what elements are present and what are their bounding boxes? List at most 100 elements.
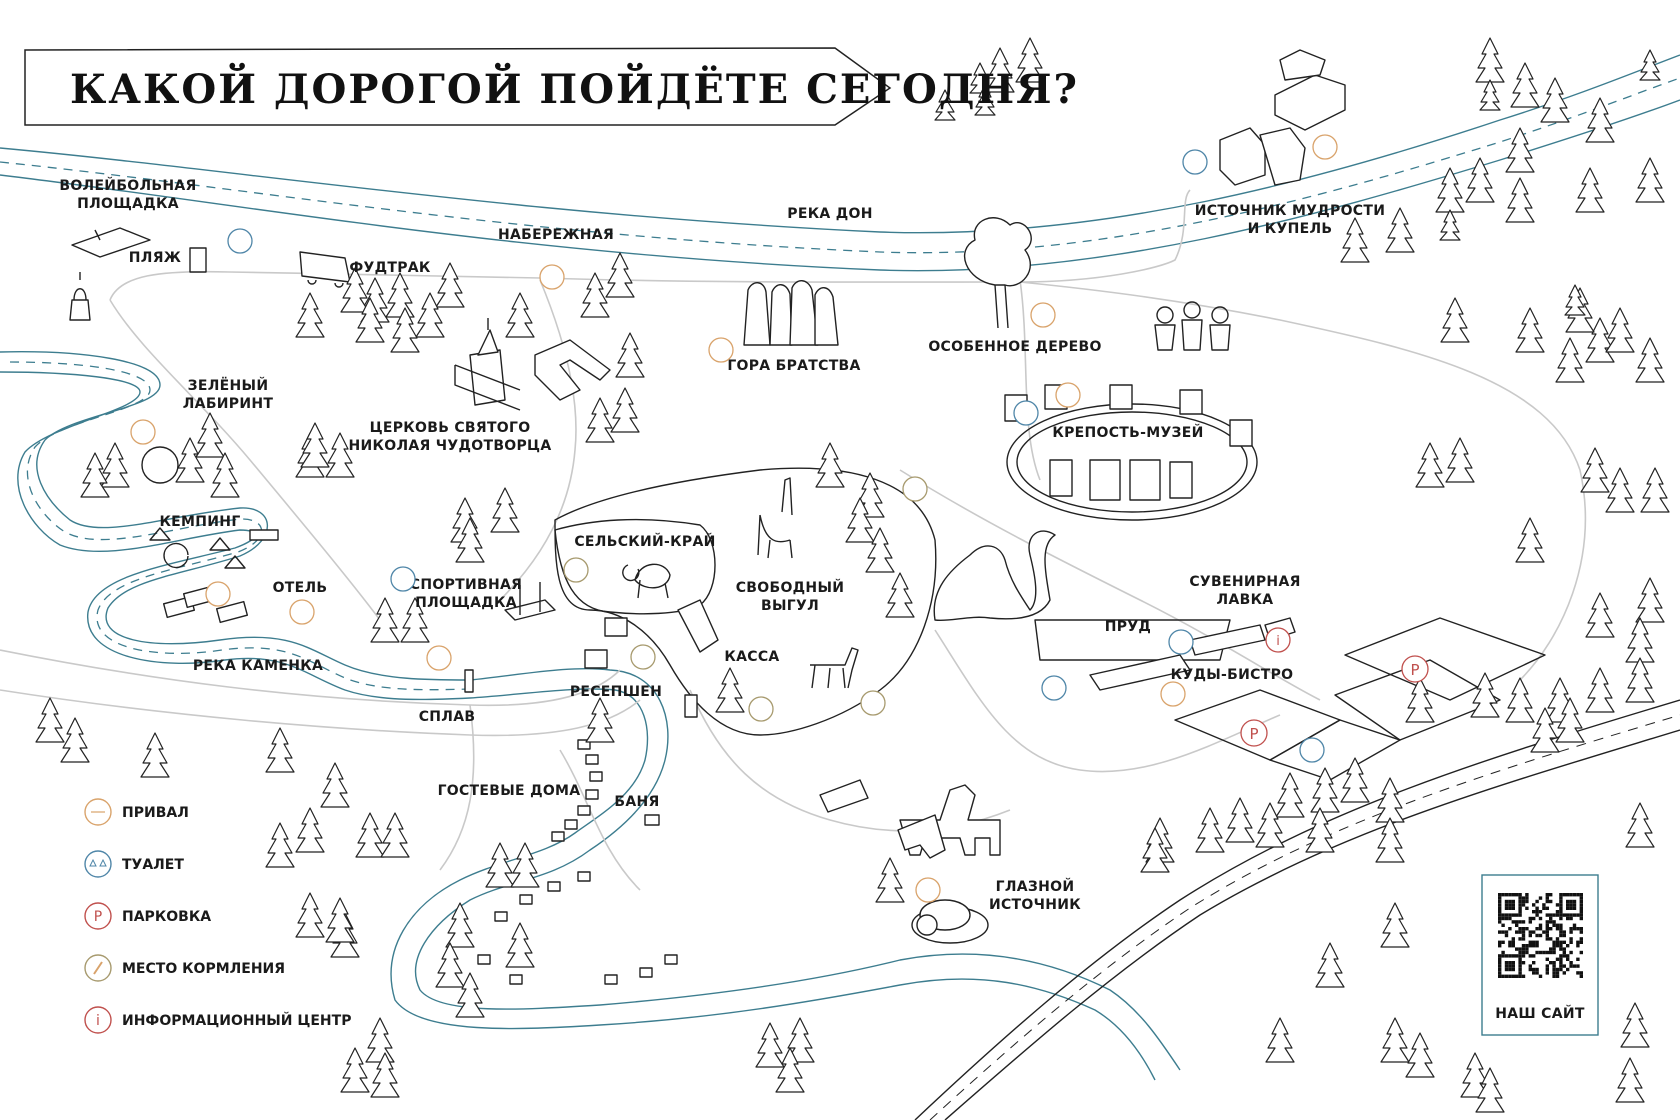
feeding-place-icon[interactable] — [630, 644, 656, 670]
feeding-place-icon[interactable] — [563, 557, 589, 583]
qr-module — [1566, 913, 1570, 917]
label-rafting: СПЛАВ — [419, 709, 476, 725]
qr-module — [1525, 906, 1529, 910]
qr-code[interactable] — [1498, 893, 1583, 978]
qr-block[interactable]: НАШ САЙТ — [1481, 874, 1599, 1036]
qr-module — [1525, 899, 1529, 904]
brotherhood-figures-icon — [743, 280, 839, 346]
qr-module — [1528, 940, 1532, 944]
qr-module — [1579, 971, 1583, 975]
qr-module — [1498, 954, 1502, 958]
qr-module — [1579, 896, 1583, 900]
qr-module — [1501, 893, 1505, 897]
parking-icon[interactable] — [1401, 655, 1429, 683]
qr-module — [1504, 930, 1509, 934]
toilet-icon[interactable] — [1013, 400, 1039, 426]
qr-module — [1579, 893, 1583, 897]
feeding-place-icon[interactable] — [902, 476, 928, 502]
beach-cabin-icon — [189, 247, 207, 273]
qr-module — [1501, 950, 1505, 955]
qr-module — [1515, 920, 1519, 924]
legend-item-feeding: МЕСТО КОРМЛЕНИЯ — [84, 954, 285, 982]
qr-module — [1518, 930, 1522, 934]
qr-module — [1518, 961, 1522, 965]
rest-stop-icon[interactable] — [205, 581, 231, 607]
qr-module — [1535, 913, 1539, 917]
label-fortress: КРЕПОСТЬ-МУЗЕЙ — [1052, 424, 1203, 441]
qr-module — [1535, 940, 1539, 944]
qr-module — [1521, 947, 1526, 951]
qr-module — [1559, 961, 1563, 965]
qr-module — [1545, 950, 1549, 955]
qr-module — [1521, 954, 1526, 958]
qr-module — [1549, 913, 1553, 917]
qr-module — [1545, 971, 1549, 975]
qr-module — [1501, 913, 1505, 917]
qr-module — [1552, 913, 1556, 917]
wisdom-spring-buildings — [1219, 49, 1346, 186]
rest-stop-icon[interactable] — [539, 264, 565, 290]
qr-module — [1579, 930, 1583, 934]
idol-icon — [69, 272, 91, 321]
qr-module — [1521, 950, 1526, 955]
qr-module — [1559, 903, 1563, 907]
qr-module — [1555, 913, 1560, 917]
rest-stop-icon[interactable] — [1055, 382, 1081, 408]
qr-module — [1518, 910, 1522, 914]
qr-module — [1518, 954, 1522, 958]
qr-module — [1562, 930, 1566, 934]
qr-module — [1569, 964, 1573, 968]
bridge — [464, 669, 474, 693]
toilet-icon[interactable] — [1299, 737, 1325, 763]
qr-module — [1511, 893, 1515, 897]
rest-stop-icon[interactable] — [130, 419, 156, 445]
toilet-icon[interactable] — [227, 228, 253, 254]
qr-module — [1518, 893, 1522, 897]
volleyball-net-icon — [71, 227, 151, 258]
rest-stop-icon[interactable] — [708, 337, 734, 363]
toilet-icon[interactable] — [390, 566, 416, 592]
qr-module — [1498, 916, 1502, 921]
qr-module — [1504, 899, 1509, 904]
info-center-icon[interactable] — [1265, 627, 1291, 653]
label-sports-ground-line1: СПОРТИВНАЯ — [410, 577, 522, 593]
qr-module — [1566, 944, 1570, 948]
qr-module — [1501, 930, 1505, 934]
qr-module — [1498, 910, 1502, 914]
rest-stop-icon[interactable] — [1312, 134, 1338, 160]
parking-icon[interactable] — [1240, 719, 1268, 747]
feeding-place-icon[interactable] — [860, 690, 886, 716]
rest-stop-icon[interactable] — [426, 645, 452, 671]
rest-stop-icon[interactable] — [289, 599, 315, 625]
qr-module — [1552, 974, 1556, 978]
label-reception: РЕСЕПШЕН — [570, 684, 662, 700]
qr-module — [1515, 913, 1519, 917]
qr-module — [1555, 940, 1560, 944]
qr-module — [1579, 906, 1583, 910]
qr-module — [1508, 906, 1512, 910]
feeding-place-icon[interactable] — [748, 696, 774, 722]
qr-module — [1559, 930, 1563, 934]
qr-module — [1549, 899, 1553, 904]
qr-module — [1501, 940, 1505, 944]
foodtruck-icon — [299, 251, 351, 288]
qr-module — [1559, 906, 1563, 910]
qr-module — [1515, 930, 1519, 934]
rest-stop-icon[interactable] — [1160, 681, 1186, 707]
toilet-icon[interactable] — [1182, 149, 1208, 175]
rest-stop-icon[interactable] — [915, 877, 941, 903]
label-green-maze-line1: ЗЕЛЁНЫЙ — [188, 377, 269, 394]
qr-module — [1532, 967, 1536, 972]
qr-module — [1511, 920, 1515, 924]
qr-module — [1538, 916, 1543, 921]
qr-module — [1528, 916, 1532, 921]
rest-stop-icon[interactable] — [1030, 302, 1056, 328]
toilet-icon[interactable] — [1041, 675, 1067, 701]
qr-module — [1555, 910, 1560, 914]
qr-module — [1562, 940, 1566, 944]
toilet-icon[interactable] — [1168, 629, 1194, 655]
carrot-icon — [93, 961, 103, 975]
qr-module — [1579, 950, 1583, 955]
title-banner: КАКОЙ ДОРОГОЙ ПОЙДЁТЕ СЕГОДНЯ? — [24, 47, 1077, 126]
